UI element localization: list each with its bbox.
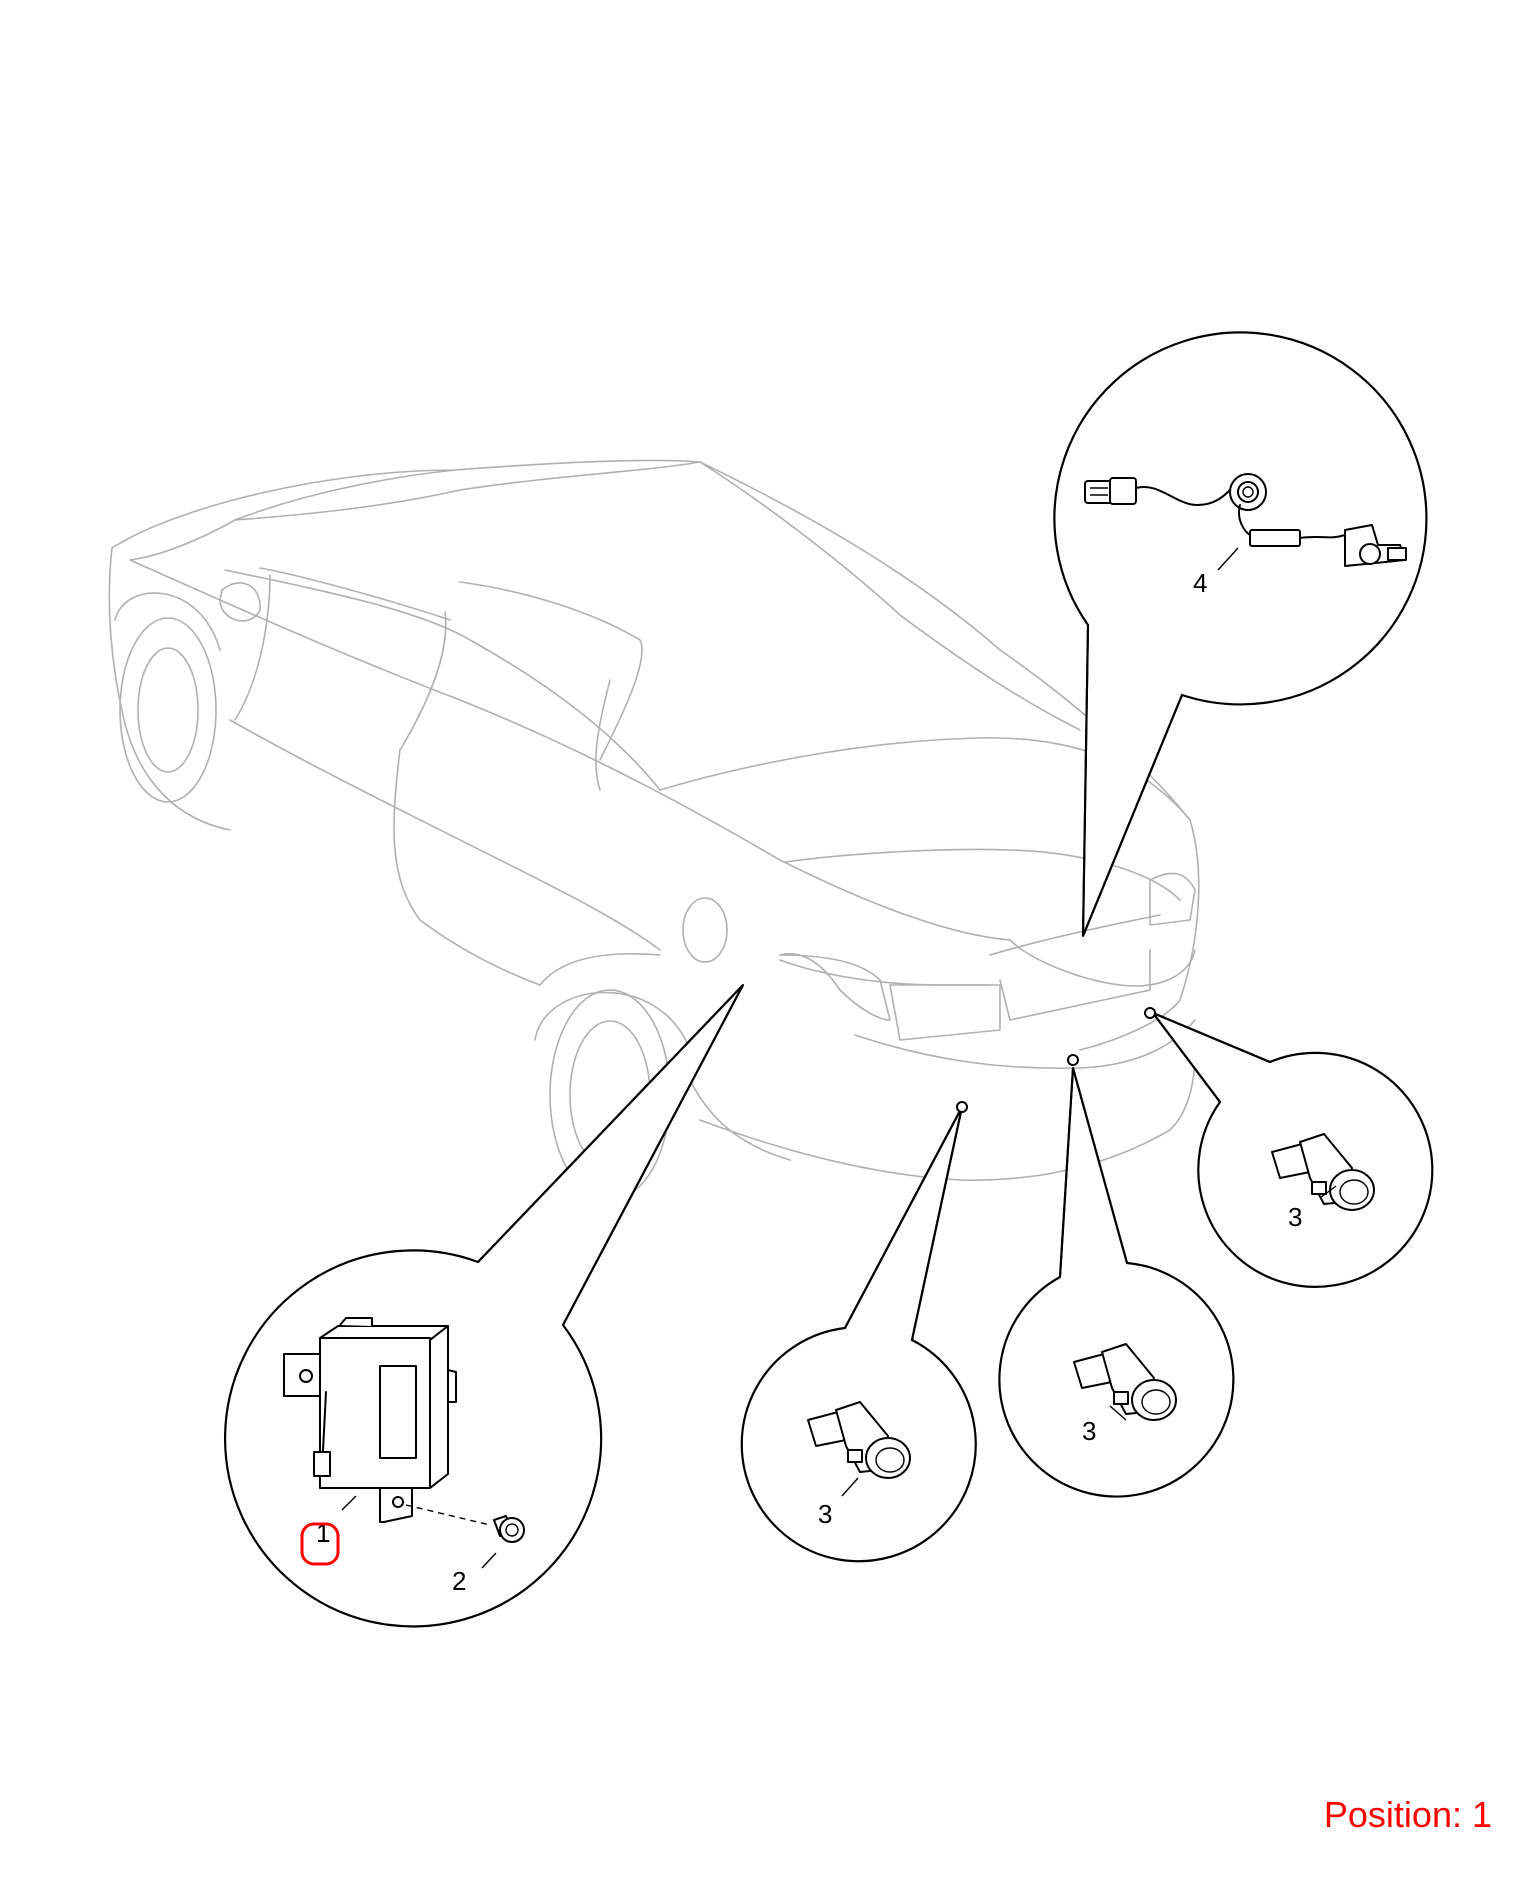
sensor-left-part-number: 3: [818, 1499, 832, 1529]
harness-connector-left: [1084, 477, 1137, 505]
control-module: [283, 1317, 457, 1523]
parking-sensor-right: [1271, 1133, 1375, 1211]
sensor-center-part-number: 3: [1082, 1416, 1096, 1446]
selected-position-marker[interactable]: [300, 1522, 340, 1566]
callout-control-module: 1 2: [224, 984, 744, 1628]
grommet: [1229, 473, 1267, 511]
bumper-sensor-hole-center: [1067, 1054, 1079, 1066]
bumper-sensor-hole-left: [956, 1101, 968, 1113]
bumper-sensor-hole-right: [1144, 1007, 1156, 1019]
parking-sensor-left: [807, 1401, 911, 1479]
sensor-right-part-number: 3: [1288, 1202, 1302, 1232]
position-indicator: Position: 1: [1323, 1794, 1492, 1835]
callout-sensor-left: 3: [740, 1106, 977, 1563]
callout-sensor-center: 3: [998, 1067, 1235, 1498]
callout-sensor-right: 3: [1149, 1010, 1434, 1288]
harness-sleeve: [1249, 529, 1301, 547]
screw: [493, 1515, 525, 1543]
harness-sensor: [1344, 524, 1407, 567]
car-outline: [108, 459, 1200, 1201]
harness-part-number: 4: [1193, 568, 1207, 598]
parking-sensor-center: [1073, 1343, 1177, 1421]
screw-part-number: 2: [452, 1566, 466, 1596]
callout-harness: 4: [1053, 331, 1428, 937]
